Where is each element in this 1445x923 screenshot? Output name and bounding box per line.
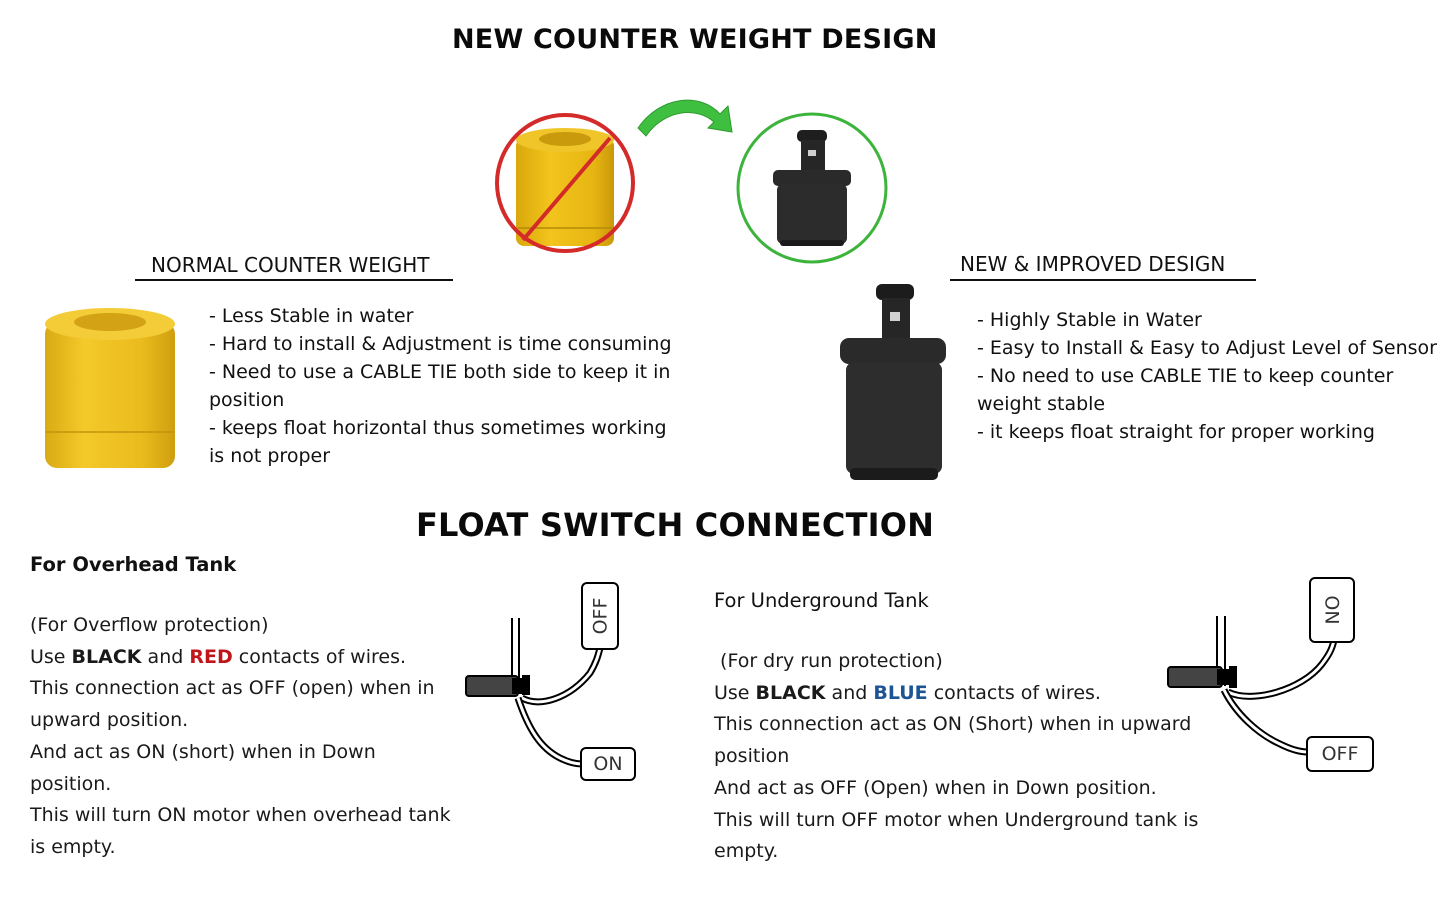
approved-new-weight-icon xyxy=(736,112,888,264)
red-contact-label: RED xyxy=(189,645,233,668)
description-line: This connection act as OFF (open) when i… xyxy=(30,677,435,700)
off-contact-tag: OFF xyxy=(1306,736,1374,772)
description-line: And act as OFF (Open) when in Down posit… xyxy=(714,776,1157,799)
overhead-float-switch-diagram xyxy=(460,578,645,788)
improved-design-bullets: - Highly Stable in Water - Easy to Insta… xyxy=(977,306,1437,446)
underground-tank-description: (For dry run protection) Use BLACK and B… xyxy=(714,646,1198,868)
prohibited-old-weight-icon xyxy=(492,110,638,256)
improved-design-heading: NEW & IMPROVED DESIGN xyxy=(960,252,1226,276)
bullet-item: - Need to use a CABLE TIE both side to k… xyxy=(209,361,671,383)
bullet-item: is not proper xyxy=(209,445,331,467)
purpose-line: (For Overflow protection) xyxy=(30,614,269,636)
black-contact-label: BLACK xyxy=(755,681,826,704)
normal-weight-heading: NORMAL COUNTER WEIGHT xyxy=(151,253,430,277)
on-contact-tag: ON xyxy=(1309,577,1355,643)
description-line: is empty. xyxy=(30,835,116,858)
bullet-item: - keeps float horizontal thus sometimes … xyxy=(209,417,667,439)
wire-contacts-line: Use BLACK and BLUE contacts of wires. xyxy=(714,681,1101,704)
bullet-item: - No need to use CABLE TIE to keep count… xyxy=(977,365,1394,387)
bullet-item: - Less Stable in water xyxy=(209,305,414,327)
curved-arrow-icon xyxy=(634,92,738,144)
description-line: upward position. xyxy=(30,709,189,732)
yellow-weight-image xyxy=(42,306,178,472)
bullet-item: - Hard to install & Adjustment is time c… xyxy=(209,333,672,355)
underground-tank-heading: For Underground Tank xyxy=(714,589,929,612)
description-line: This connection act as ON (Short) when i… xyxy=(714,713,1192,736)
normal-weight-bullets: - Less Stable in water - Hard to install… xyxy=(209,302,672,470)
off-contact-tag: OFF xyxy=(581,582,619,650)
black-contact-label: BLACK xyxy=(71,645,142,668)
purpose-line: (For dry run protection) xyxy=(714,650,943,672)
description-line: position xyxy=(714,745,790,768)
description-line: position. xyxy=(30,772,112,795)
wire-contacts-line: Use BLACK and RED contacts of wires. xyxy=(30,645,407,668)
description-line: empty. xyxy=(714,840,779,863)
bullet-item: position xyxy=(209,389,285,411)
overhead-tank-heading: For Overhead Tank xyxy=(30,553,237,576)
on-contact-tag: ON xyxy=(580,747,636,781)
bullet-item: - Highly Stable in Water xyxy=(977,309,1202,331)
description-line: This will turn OFF motor when Undergroun… xyxy=(714,808,1199,831)
bullet-item: weight stable xyxy=(977,393,1106,415)
float-switch-title: FLOAT SWITCH CONNECTION xyxy=(416,506,935,544)
description-line: And act as ON (short) when in Down xyxy=(30,740,376,763)
bullet-item: - it keeps float straight for proper wor… xyxy=(977,421,1375,443)
heading-underline xyxy=(950,279,1256,281)
heading-underline xyxy=(135,279,453,281)
main-title: NEW COUNTER WEIGHT DESIGN xyxy=(452,24,938,55)
underground-float-switch-diagram xyxy=(1162,574,1372,784)
bullet-item: - Easy to Install & Easy to Adjust Level… xyxy=(977,337,1437,359)
overhead-tank-description: (For Overflow protection) Use BLACK and … xyxy=(30,610,451,864)
black-weight-image xyxy=(838,282,948,484)
description-line: This will turn ON motor when overhead ta… xyxy=(30,804,451,827)
blue-contact-label: BLUE xyxy=(873,681,928,704)
